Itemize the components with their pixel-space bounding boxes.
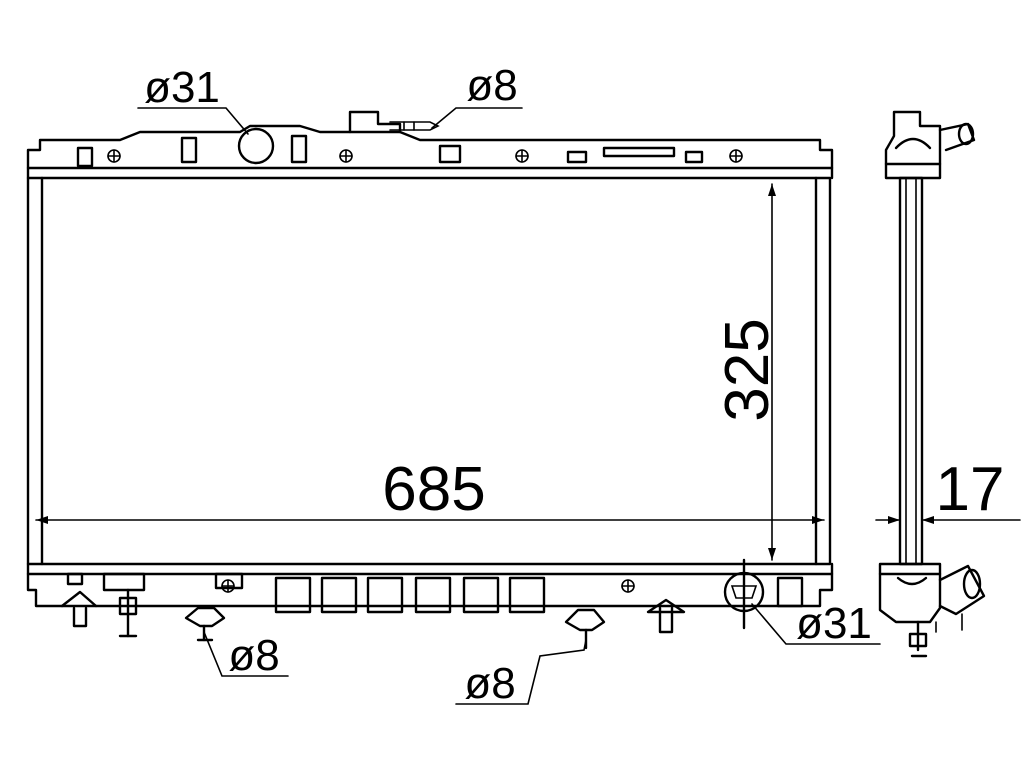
label-outlet-bottom: ø31: [796, 599, 872, 648]
top-sensor-boss: [348, 110, 402, 134]
radiator-front-view: 685 325 ø31 ø8 ø8 ø8 ø31: [26, 61, 881, 708]
bottom-outlet: [723, 558, 765, 630]
width-dimension-label: 685: [382, 455, 485, 524]
leader-inlet-top: [137, 107, 249, 135]
height-dimension-line: [768, 183, 776, 561]
bottom-tank: [26, 558, 834, 650]
depth-dimension-line: [875, 516, 1021, 524]
leader-sensor-top: [431, 107, 523, 129]
label-drain-left: ø8: [228, 631, 279, 680]
leader-drain-left: [203, 631, 289, 677]
label-drain-mid: ø8: [464, 659, 515, 708]
width-dimension-line: [35, 516, 825, 524]
label-sensor-top: ø8: [466, 61, 517, 110]
leader-outlet-bottom: [751, 603, 881, 645]
drain-plug-left: [118, 588, 138, 638]
height-dimension-label: 325: [713, 318, 782, 421]
label-inlet-top: ø31: [144, 63, 220, 112]
radiator-frame: [26, 176, 832, 566]
top-inlet: [237, 127, 275, 165]
radiator-side-view: 17: [875, 110, 1021, 658]
depth-dimension-label: 17: [936, 455, 1005, 524]
top-tank: [26, 110, 834, 180]
leader-drain-mid: [455, 639, 587, 705]
drain-valve-mid: [564, 608, 606, 650]
